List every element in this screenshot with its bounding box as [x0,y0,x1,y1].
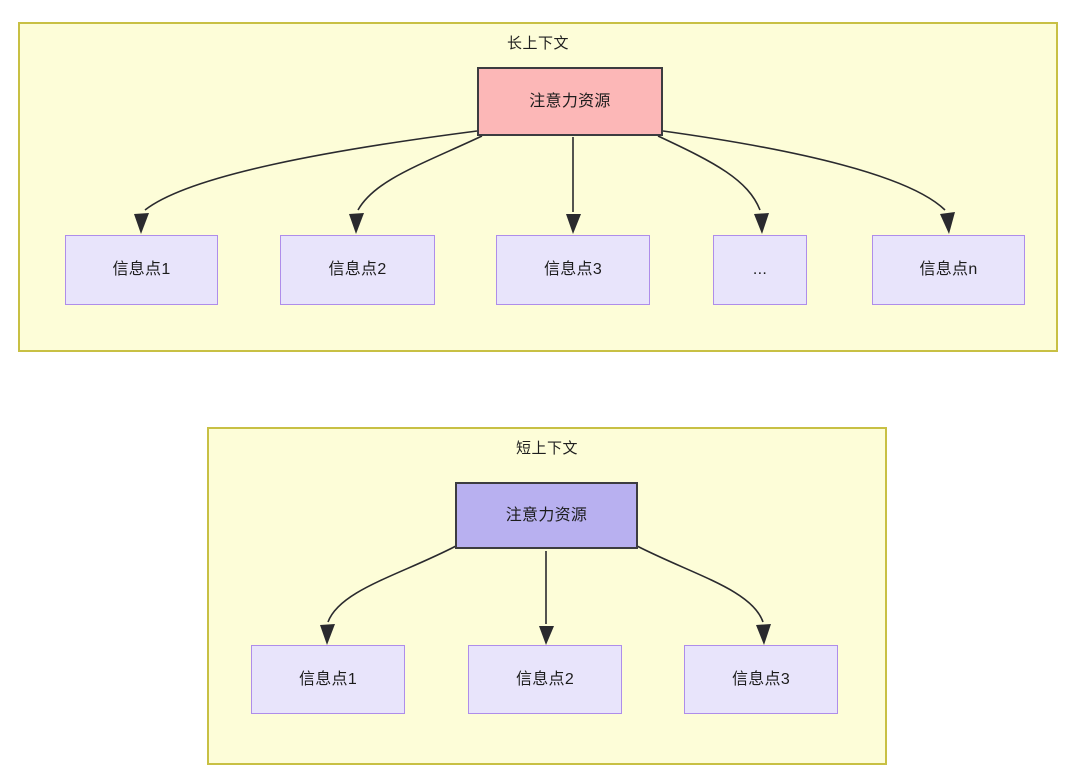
node-long-info-point-n[interactable]: 信息点n [872,235,1025,305]
node-long-attention-resource[interactable]: 注意力资源 [477,67,663,136]
node-label: ... [752,261,768,278]
node-label: 信息点1 [298,670,358,688]
node-short-info-point-1[interactable]: 信息点1 [251,645,405,714]
node-short-info-point-2[interactable]: 信息点2 [468,645,622,714]
group-short-context: 短上下文 [207,427,887,765]
node-label: 信息点n [919,261,978,278]
node-long-info-point-2[interactable]: 信息点2 [280,235,435,305]
node-label: 注意力资源 [505,506,588,524]
node-long-info-point-3[interactable]: 信息点3 [496,235,650,305]
group-short-context-title: 短上下文 [515,440,578,457]
node-label: 注意力资源 [529,92,611,110]
node-label: 信息点2 [515,670,575,688]
node-label: 信息点2 [328,261,387,278]
group-long-context-title: 长上下文 [506,35,569,52]
node-label: 信息点3 [543,261,603,278]
node-short-info-point-3[interactable]: 信息点3 [684,645,838,714]
node-short-attention-resource[interactable]: 注意力资源 [455,482,638,549]
node-label: 信息点1 [112,261,171,278]
node-long-info-point-ellipsis[interactable]: ... [713,235,807,305]
node-long-info-point-1[interactable]: 信息点1 [65,235,218,305]
node-label: 信息点3 [731,670,791,688]
